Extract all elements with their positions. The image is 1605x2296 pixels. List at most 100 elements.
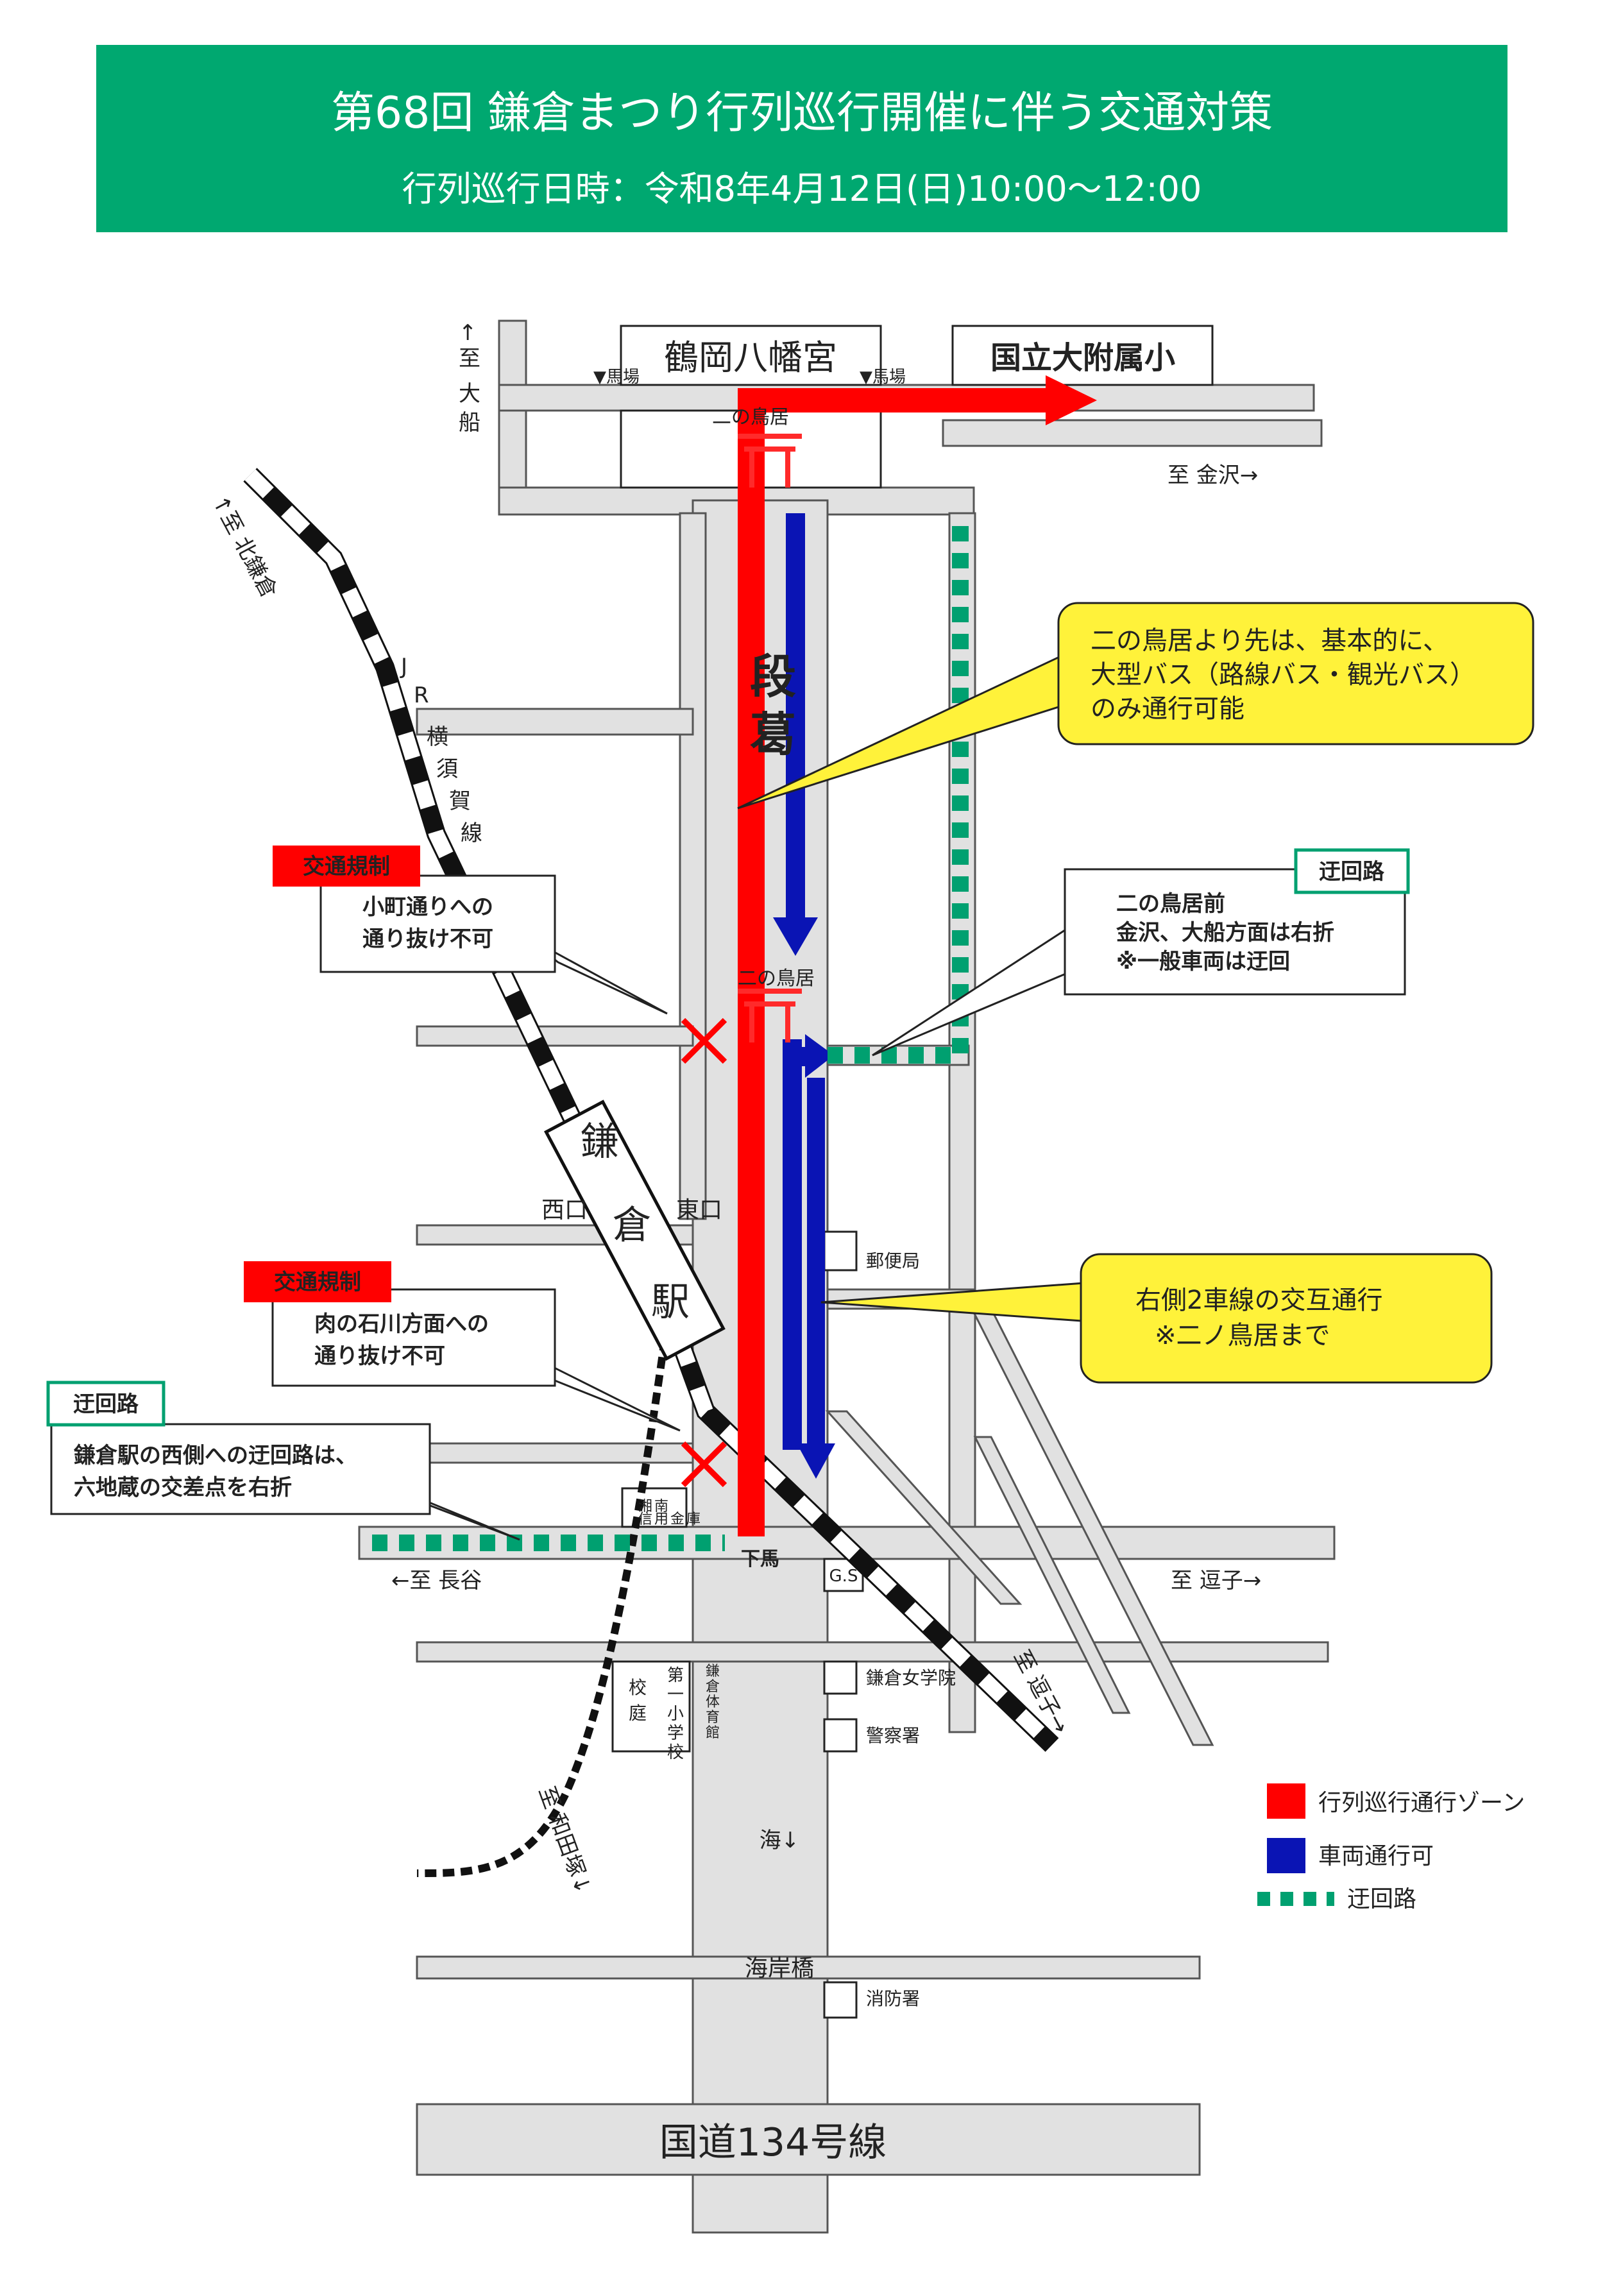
page-title: 第68回 鎌倉まつり行列巡行開催に伴う交通対策 — [330, 88, 1273, 139]
legend-swatch-parade — [1267, 1783, 1305, 1819]
road-left-vertical — [498, 319, 527, 514]
callout-box — [319, 874, 556, 973]
fire-station-label: 消防署 — [866, 1988, 920, 2009]
dir-ofuna: 至 — [459, 346, 480, 371]
legend-swatch-vehicle — [1267, 1838, 1305, 1873]
school-name: 国立大附属小 — [990, 340, 1175, 376]
dir-hase: ←至 長谷 — [391, 1568, 482, 1594]
road-h-3050 — [416, 1955, 1201, 1980]
detour-tag — [1294, 848, 1410, 894]
shonan-char: 庫 — [686, 1511, 701, 1527]
legend-label-vehicle: 車両通行可 — [1318, 1843, 1434, 1869]
shonan-char: 信 — [638, 1511, 652, 1527]
school-char: 校 — [667, 1743, 684, 1762]
closure-x-icon — [681, 1017, 727, 1064]
shonan-char: 湘 — [638, 1499, 652, 1515]
road-diagonal-right-2 — [973, 1436, 1131, 1714]
restriction-tag — [244, 1261, 391, 1302]
parade-red-arrowhead — [1046, 375, 1097, 425]
callout-text: 小町通りへの — [362, 894, 493, 920]
detour-tag — [46, 1381, 166, 1427]
callout-text: 二の鳥居前 — [1116, 891, 1225, 917]
torii-icon — [738, 434, 802, 488]
restriction-tag-text: 交通規制 — [303, 854, 390, 880]
dir-ofuna: 船 — [459, 410, 480, 436]
west-exit-label: 西口 — [541, 1197, 588, 1223]
post-office-box — [823, 1230, 858, 1271]
vehicle-blue-down-arrow — [773, 917, 818, 956]
dir-zushi: 至 逗子→ — [1171, 1568, 1261, 1594]
east-exit-label: 東口 — [676, 1197, 722, 1223]
callout-text: ※二ノ鳥居まで — [1155, 1321, 1330, 1350]
schoolyard-char: 校 — [629, 1677, 647, 1698]
closure-x-icon — [681, 1441, 727, 1488]
dir-ofuna: ↑ — [459, 320, 477, 346]
callout-text: 六地蔵の交差点を右折 — [74, 1475, 292, 1501]
road-diagonal-zushi — [825, 1410, 1023, 1605]
jr-yokosuka-line — [243, 468, 1059, 1752]
gym-char: 倉 — [706, 1679, 720, 1695]
detour-tag-text: 迂回路 — [1319, 859, 1385, 885]
callout-bus-only: 二の鳥居より先は、基本的に、 大型バス（路線バス・観光バス） のみ通行可能 — [737, 602, 1534, 810]
event-datetime: 行列巡行日時：令和8年4月12日(日)10:00～12:00 — [402, 169, 1202, 209]
jogakuin-box — [823, 1660, 858, 1695]
callout-text: 通り抜け不可 — [314, 1343, 445, 1369]
school-block — [611, 1660, 691, 1753]
gym-char: 育 — [706, 1710, 720, 1726]
callout-komachi: 交通規制 小町通りへの 通り抜け不可 — [273, 846, 668, 1015]
vehicle-blue-down2 — [807, 1078, 825, 1443]
baba-left: ▼馬場 — [593, 368, 640, 387]
callout-box — [50, 1423, 431, 1515]
vehicle-blue-up-arrow — [805, 1034, 834, 1078]
callout-text: 肉の石川方面への — [314, 1311, 489, 1337]
school-char: 第 — [667, 1666, 684, 1685]
road-kanazawa — [942, 419, 1323, 447]
vehicle-route — [773, 513, 835, 1479]
dir-ofuna: 大 — [459, 381, 480, 407]
school-sign — [951, 325, 1214, 386]
vehicle-blue-down2-arrow — [797, 1443, 835, 1479]
callout-text: 鎌倉駅の西側への迂回路は、 — [74, 1443, 357, 1468]
road-left-street — [679, 512, 707, 1220]
jogakuin-label: 鎌倉女学院 — [866, 1667, 956, 1688]
road-h-2560 — [416, 1641, 1329, 1663]
fire-station-box — [823, 1981, 858, 2019]
shonan-char: 用 — [654, 1511, 668, 1527]
jr-char: 須 — [436, 756, 458, 782]
callout-text: のみ通行可能 — [1091, 694, 1244, 724]
dankazura-1: 段 — [750, 650, 796, 704]
road-network — [358, 319, 1336, 2234]
gym-char: 体 — [706, 1694, 720, 1710]
geba-label: 下馬 — [741, 1548, 779, 1570]
parade-red-horizontal — [738, 388, 1052, 412]
baba-right: ▼馬場 — [860, 368, 906, 387]
jr-char: 賀 — [449, 788, 471, 814]
shonan-char: 南 — [654, 1499, 668, 1515]
police-label: 警察署 — [866, 1725, 920, 1746]
kaiganbashi-label: 海岸橋 — [745, 1955, 814, 1982]
kamakura-station — [543, 1100, 726, 1361]
torii-label-top: 二の鳥居 — [712, 406, 789, 429]
shonan-char: 金 — [670, 1511, 684, 1527]
enoden-line — [416, 1321, 671, 1877]
callout-detour-torii: 迂回路 二の鳥居前 金沢、大船方面は右折 ※一般車両は迂回 — [872, 848, 1410, 1057]
jr-char: J — [400, 654, 407, 679]
callout-note: ※一般車両は迂回 — [1116, 949, 1290, 974]
callout-detour-west: 迂回路 鎌倉駅の西側への迂回路は、 六地蔵の交差点を右折 — [46, 1381, 520, 1541]
jr-char: 横 — [427, 724, 448, 750]
dir-kanazawa: 至 金沢→ — [1168, 463, 1258, 488]
jr-line-dash — [244, 469, 1058, 1751]
shrine-name: 鶴岡八幡宮 — [664, 337, 837, 378]
buildings — [611, 325, 1214, 2019]
restriction-tag-text: 交通規制 — [274, 1270, 361, 1295]
station-char-3: 駅 — [651, 1280, 690, 1325]
callout-box — [1057, 602, 1534, 745]
torii-label-mid: 二の鳥居 — [738, 967, 815, 990]
shrine-sign — [620, 325, 882, 386]
road-route134 — [416, 2103, 1201, 2176]
callout-box — [1080, 1253, 1493, 1384]
parade-route — [738, 375, 1097, 1536]
school-char: 一 — [667, 1685, 684, 1705]
callout-alternate: 右側2車線の交互通行 ※二ノ鳥居まで — [820, 1253, 1493, 1384]
gs-label: G.S — [829, 1567, 858, 1586]
